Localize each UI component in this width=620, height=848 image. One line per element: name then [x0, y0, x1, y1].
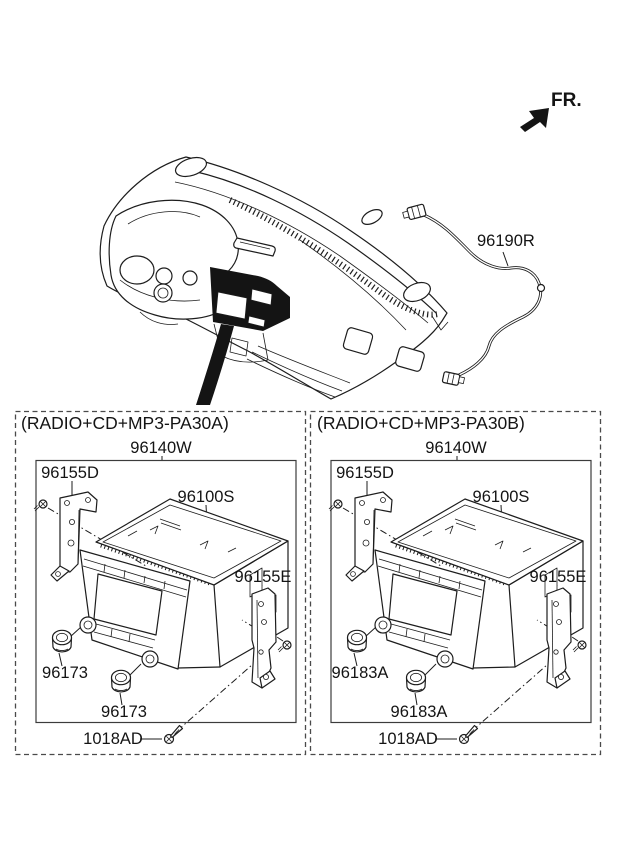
part-label-knob-lower: 96173 — [101, 703, 147, 721]
front-direction-indicator: FR. — [520, 90, 582, 132]
right-panel-labels: (RADIO+CD+MP3-PA30B) 96140W 96155D 96100… — [317, 413, 586, 748]
cable-connector-icon — [402, 203, 427, 221]
part-label-bracket-left: 96155D — [41, 464, 99, 482]
cable-connector-icon — [441, 371, 465, 386]
part-label-assembly: 96140W — [425, 439, 487, 457]
front-arrow-icon — [520, 108, 549, 132]
part-label-antenna-cable: 96190R — [477, 232, 535, 250]
instrument-panel-art — [99, 156, 449, 400]
part-label-bracket-right: 96155E — [530, 568, 587, 586]
panel-title: (RADIO+CD+MP3-PA30A) — [21, 413, 229, 433]
panel-title: (RADIO+CD+MP3-PA30B) — [317, 413, 525, 433]
part-label-knob-upper: 96173 — [42, 664, 88, 682]
part-label-knob-upper: 96183A — [332, 664, 389, 682]
front-label: FR. — [551, 90, 582, 111]
callout-arrow — [196, 324, 234, 405]
cable-clip-icon — [536, 283, 546, 293]
part-label-assembly: 96140W — [130, 439, 192, 457]
part-label-knob-lower: 96183A — [391, 703, 448, 721]
part-label-screw: 1018AD — [83, 730, 143, 748]
left-panel-labels: (RADIO+CD+MP3-PA30A) 96140W 96155D 96100… — [21, 413, 291, 748]
antenna-cable-art: 96190R — [402, 203, 546, 386]
steering-cluster-art — [108, 199, 239, 325]
part-label-bracket-right: 96155E — [235, 568, 292, 586]
part-label-bracket-left: 96155D — [336, 464, 394, 482]
part-label-screw: 1018AD — [378, 730, 438, 748]
audio-unit-location-art — [210, 267, 290, 331]
part-label-head-unit: 96100S — [473, 488, 530, 506]
part-label-head-unit: 96100S — [178, 488, 235, 506]
